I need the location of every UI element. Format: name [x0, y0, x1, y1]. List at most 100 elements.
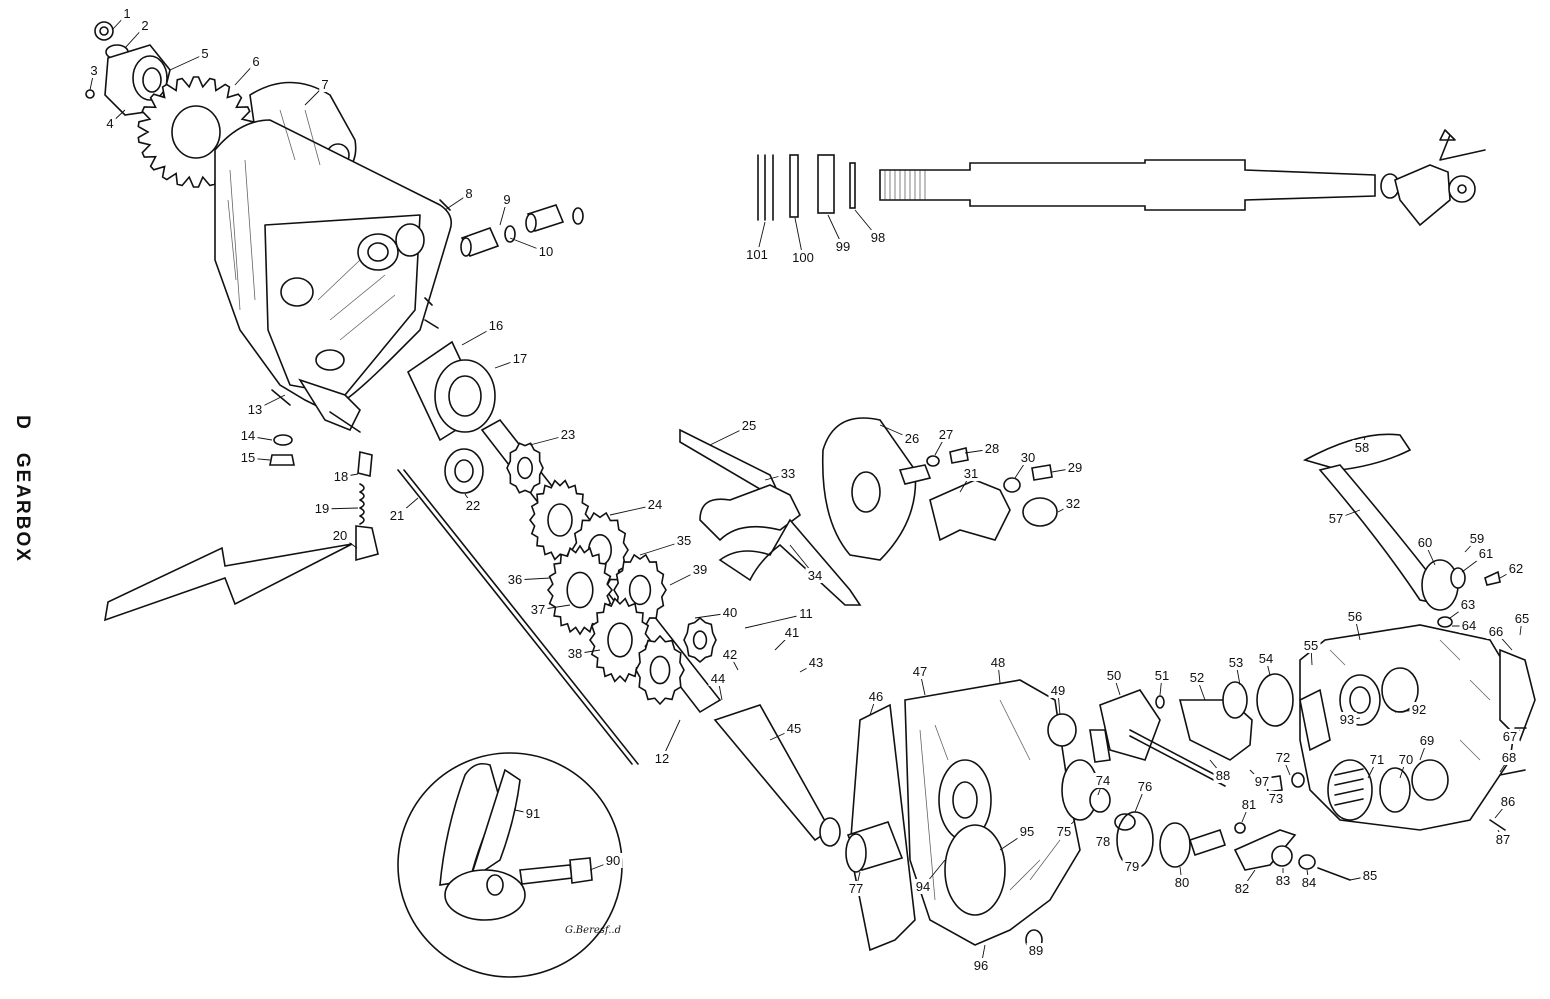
gear-8	[683, 616, 717, 664]
callout-79: 79	[1125, 859, 1139, 874]
callout-bg-72	[1273, 750, 1293, 765]
callout-bg-10	[536, 244, 556, 259]
callout-71: 71	[1370, 752, 1384, 767]
callout-bg-54	[1256, 651, 1276, 666]
kickstart-lever	[1302, 433, 1501, 628]
callout-43: 43	[809, 655, 823, 670]
callout-bg-45	[784, 721, 804, 736]
callout-bg-79	[1122, 859, 1142, 874]
gear-bore	[566, 571, 594, 609]
callout-18: 18	[334, 469, 348, 484]
callout-24: 24	[648, 497, 662, 512]
callout-bg-29	[1065, 460, 1085, 475]
callout-91: 91	[526, 806, 540, 821]
callout-bg-41	[782, 625, 802, 640]
callout-30: 30	[1021, 450, 1035, 465]
callout-88: 88	[1216, 768, 1230, 783]
callout-bg-92	[1409, 702, 1429, 717]
callout-bg-6	[250, 54, 262, 69]
callout-bg-98	[868, 230, 888, 245]
callout-bg-5	[199, 46, 211, 61]
callout-36: 36	[508, 572, 522, 587]
callout-bg-22	[463, 498, 483, 513]
callout-bg-9	[501, 192, 513, 207]
callout-bg-101	[743, 247, 771, 262]
callout-89: 89	[1029, 943, 1043, 958]
callout-73: 73	[1269, 791, 1283, 806]
callout-bg-87	[1493, 832, 1513, 847]
callout-bg-20	[330, 528, 350, 543]
callout-52: 52	[1190, 670, 1204, 685]
callout-53: 53	[1229, 655, 1243, 670]
callout-leader-11	[744, 613, 807, 629]
callout-16: 16	[489, 318, 503, 333]
callout-bg-71	[1367, 752, 1387, 767]
callout-92: 92	[1412, 702, 1426, 717]
callout-bg-62	[1506, 561, 1526, 576]
callout-bg-35	[674, 533, 694, 548]
plunger-parts	[269, 434, 379, 562]
callout-bg-90	[603, 853, 623, 868]
callout-41: 41	[785, 625, 799, 640]
callout-1: 1	[123, 6, 130, 21]
callout-bg-60	[1415, 535, 1435, 550]
callout-bg-21	[387, 508, 407, 523]
callout-95: 95	[1020, 824, 1034, 839]
callout-77: 77	[849, 881, 863, 896]
callout-bg-63	[1458, 597, 1478, 612]
callout-3: 3	[90, 63, 97, 78]
callout-61: 61	[1479, 546, 1493, 561]
callout-49: 49	[1051, 683, 1065, 698]
callout-72: 72	[1276, 750, 1290, 765]
callout-56: 56	[1348, 609, 1362, 624]
callout-bg-51	[1152, 668, 1172, 683]
callout-5: 5	[201, 46, 208, 61]
callout-23: 23	[561, 427, 575, 442]
selector-forks	[679, 428, 862, 606]
callout-10: 10	[539, 244, 553, 259]
callout-34: 34	[808, 568, 822, 583]
callout-bg-16	[486, 318, 506, 333]
callout-bg-36	[505, 572, 525, 587]
callout-11: 11	[799, 606, 813, 621]
callout-bg-93	[1337, 712, 1357, 727]
pointer-arrow	[103, 543, 353, 622]
callout-bg-38	[565, 646, 585, 661]
callout-bg-15	[238, 450, 258, 465]
callout-66: 66	[1489, 624, 1503, 639]
callout-bg-88	[1213, 768, 1233, 783]
callout-76: 76	[1138, 779, 1152, 794]
callout-bg-55	[1301, 638, 1321, 653]
callout-bg-1	[121, 6, 133, 21]
callout-62: 62	[1509, 561, 1523, 576]
callout-bg-52	[1187, 670, 1207, 685]
callout-bg-91	[523, 806, 543, 821]
callout-bg-94	[913, 879, 933, 894]
callout-bg-47	[910, 664, 930, 679]
callout-60: 60	[1418, 535, 1432, 550]
callout-42: 42	[723, 647, 737, 662]
callout-bg-30	[1018, 450, 1038, 465]
callout-bg-11	[796, 606, 816, 621]
callout-bg-76	[1135, 779, 1155, 794]
artist-signature: G.Beresf..d	[565, 925, 621, 936]
layshaft	[757, 129, 1486, 227]
inset-detail: G.Beresf..d	[397, 752, 623, 978]
callout-bg-85	[1360, 868, 1380, 883]
gear-bore	[607, 622, 633, 658]
callout-bg-57	[1326, 511, 1346, 526]
gear-bore	[692, 630, 708, 650]
callout-bg-48	[988, 655, 1008, 670]
callout-22: 22	[466, 498, 480, 513]
callout-20: 20	[333, 528, 347, 543]
gear-bore	[649, 655, 671, 685]
callout-67: 67	[1503, 729, 1517, 744]
callout-bg-64	[1459, 618, 1479, 633]
callout-bg-12	[652, 751, 672, 766]
callout-81: 81	[1242, 797, 1256, 812]
callout-bg-56	[1345, 609, 1365, 624]
callout-bg-14	[238, 428, 258, 443]
callout-bg-32	[1063, 496, 1083, 511]
gear-bore	[516, 456, 533, 480]
bushes	[460, 204, 584, 258]
